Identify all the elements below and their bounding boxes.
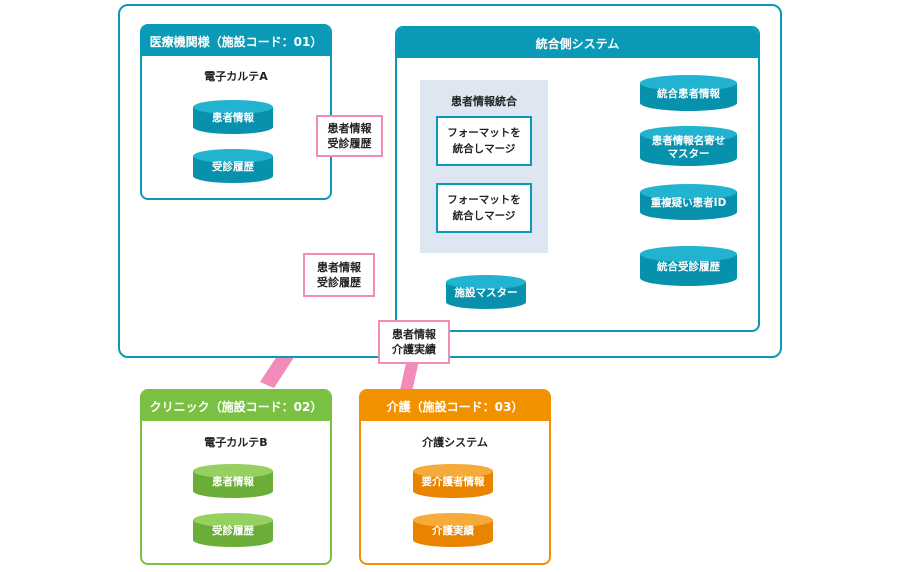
cylinder-label: 施設マスター (454, 287, 518, 299)
clinic-title: クリニック（施設コード：02） (142, 391, 330, 421)
cylinder-label: 受診履歴 (212, 161, 254, 173)
output-duplicate-suspect-id: 重複疑い患者ID (640, 184, 737, 220)
integration-group-title: 患者情報統合 (451, 95, 517, 108)
output-integrated-history: 統合受診履歴 (640, 246, 737, 286)
clinic-system-label: 電子カルテB (204, 436, 268, 449)
flow-label-clinic: 患者情報 受診履歴 (303, 253, 375, 297)
hospital-cylinder-history: 受診履歴 (193, 149, 273, 183)
integration-title: 統合側システム (397, 28, 758, 58)
facility-master-cylinder: 施設マスター (446, 275, 526, 309)
cylinder-label: 患者情報 (212, 112, 254, 124)
cylinder-label: 統合受診履歴 (657, 261, 720, 273)
cylinder-label: 受診履歴 (212, 525, 254, 537)
care-system-label: 介護システム (422, 436, 488, 449)
hospital-cylinder-patient: 患者情報 (193, 100, 273, 134)
clinic-cylinder-history: 受診履歴 (193, 513, 273, 547)
flow-label-care: 患者情報 介護実績 (378, 320, 450, 364)
care-title: 介護（施設コード：03） (361, 391, 549, 421)
merge-box-1: フォーマットを 統合しマージ (436, 116, 532, 166)
merge-box-2: フォーマットを 統合しマージ (436, 183, 532, 233)
cylinder-label: 要介護者情報 (421, 476, 485, 488)
hospital-system-label: 電子カルテA (204, 70, 268, 83)
care-cylinder-recipient: 要介護者情報 (413, 464, 493, 498)
cylinder-label: 統合患者情報 (657, 88, 720, 100)
output-integrated-patient: 統合患者情報 (640, 75, 737, 111)
clinic-cylinder-patient: 患者情報 (193, 464, 273, 498)
cylinder-label: 患者情報名寄せ マスター (651, 135, 726, 160)
output-name-matching-master: 患者情報名寄せ マスター (640, 126, 737, 166)
cylinder-label: 介護実績 (432, 525, 474, 537)
hospital-title: 医療機関様（施設コード：01） (142, 26, 330, 56)
cylinder-label: 重複疑い患者ID (650, 197, 727, 209)
flow-label-hospital: 患者情報 受診履歴 (316, 115, 383, 157)
cylinder-label: 患者情報 (212, 476, 254, 488)
care-cylinder-results: 介護実績 (413, 513, 493, 547)
